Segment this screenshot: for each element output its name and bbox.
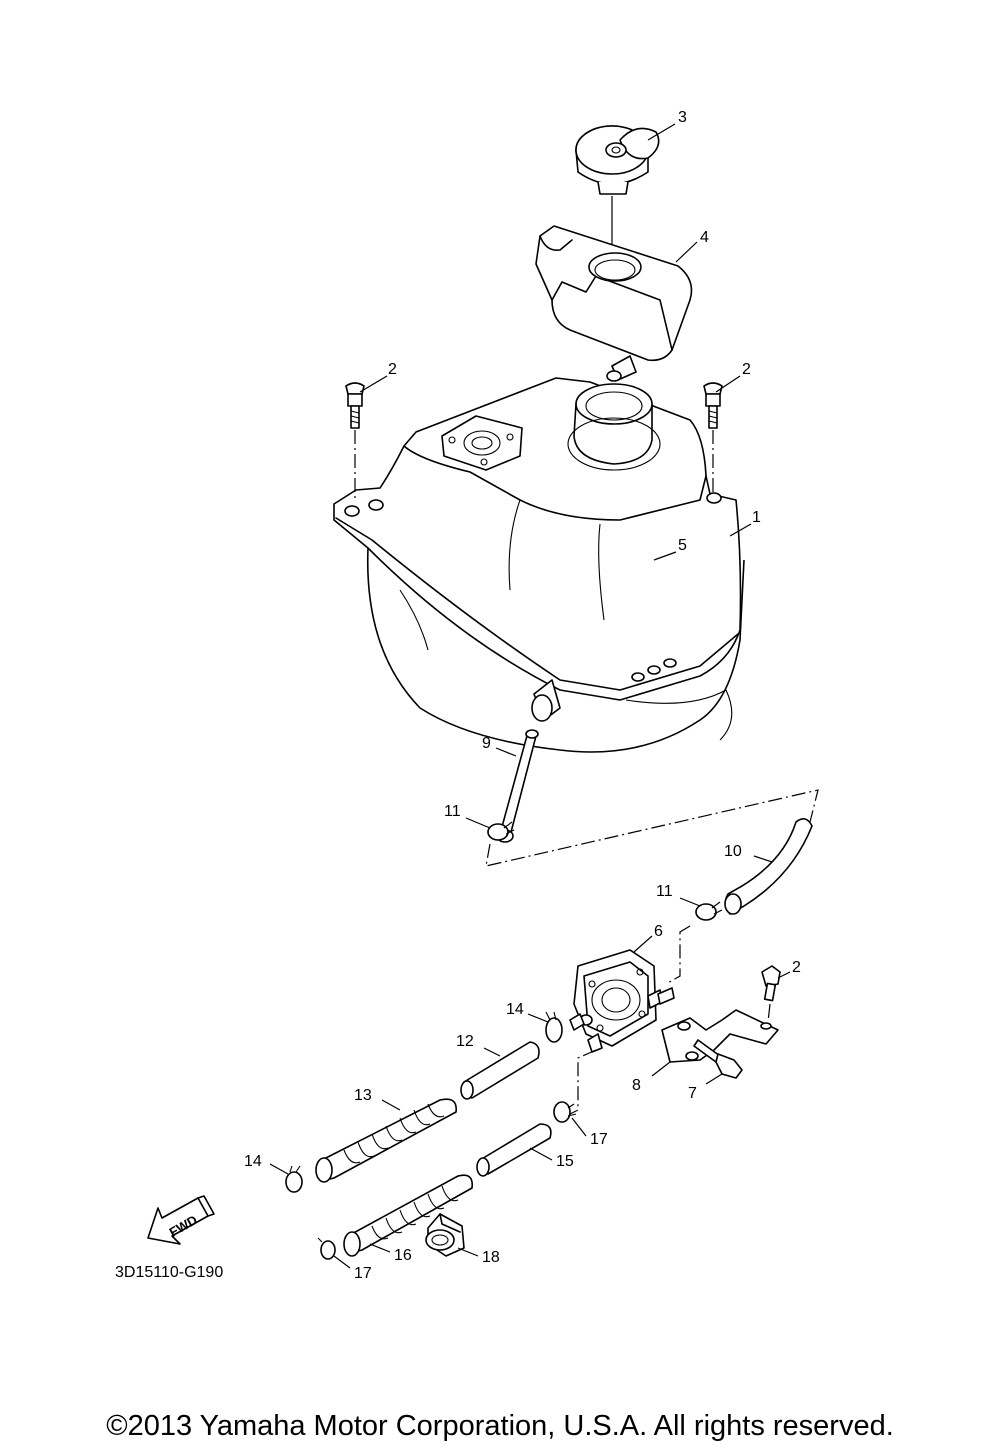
callout-3: 3 [678,109,687,126]
parts-diagram: FWD 3 4 2 2 1 5 9 11 10 1 [147,109,819,1282]
corrugated-hose-13 [315,1098,457,1183]
callout-9: 9 [482,735,491,752]
fwd-arrow-icon: FWD [147,1195,215,1245]
fuel-pump [569,949,675,1053]
callout-17-lower: 17 [354,1265,372,1282]
fuel-tank [333,377,745,753]
hose-clip-17a [553,1101,577,1123]
leader-lines [269,123,791,1269]
callout-2-left: 2 [388,361,397,378]
callout-12: 12 [456,1033,474,1050]
callout-16: 16 [394,1247,412,1264]
hose-clip-14a [545,1011,563,1043]
bolt-7 [693,1039,743,1079]
hose-clip-14b [285,1165,303,1193]
corrugated-hose-16 [343,1174,474,1257]
fuel-hose-12 [462,1041,540,1099]
bolt-bracket [761,965,781,1002]
hose-clip-11a [487,821,515,841]
hose-holder [425,1213,465,1257]
callout-13: 13 [354,1087,372,1104]
tank-cover [535,225,693,382]
callout-4: 4 [700,229,709,246]
callout-7: 7 [688,1085,697,1102]
callout-14-upper: 14 [506,1001,524,1018]
callout-11-lower: 11 [656,883,673,900]
callout-numbers: 3 4 2 2 1 5 9 11 10 11 6 2 14 12 8 7 13 … [244,109,801,1282]
callout-15: 15 [556,1153,574,1170]
pump-bracket [661,1009,779,1063]
callout-6: 6 [654,923,663,940]
callout-2-right: 2 [742,361,751,378]
callout-1: 1 [752,509,761,526]
callout-11-upper: 11 [444,803,461,820]
callout-5: 5 [678,537,687,554]
hose-clip-11b [695,901,723,921]
hose-clip-17b [317,1237,336,1260]
fuel-cap [575,125,660,195]
callout-18: 18 [482,1249,500,1266]
copyright-notice: ©2013 Yamaha Motor Corporation, U.S.A. A… [106,1410,894,1442]
callout-14-lower: 14 [244,1153,262,1170]
callout-10: 10 [724,843,742,860]
diagram-code: 3D15110-G190 [115,1264,224,1281]
callout-8: 8 [632,1077,641,1094]
fuel-hose-9 [499,731,537,837]
callout-17-upper: 17 [590,1131,608,1148]
bolt-left [345,382,365,429]
callout-2-bracket: 2 [792,959,801,976]
